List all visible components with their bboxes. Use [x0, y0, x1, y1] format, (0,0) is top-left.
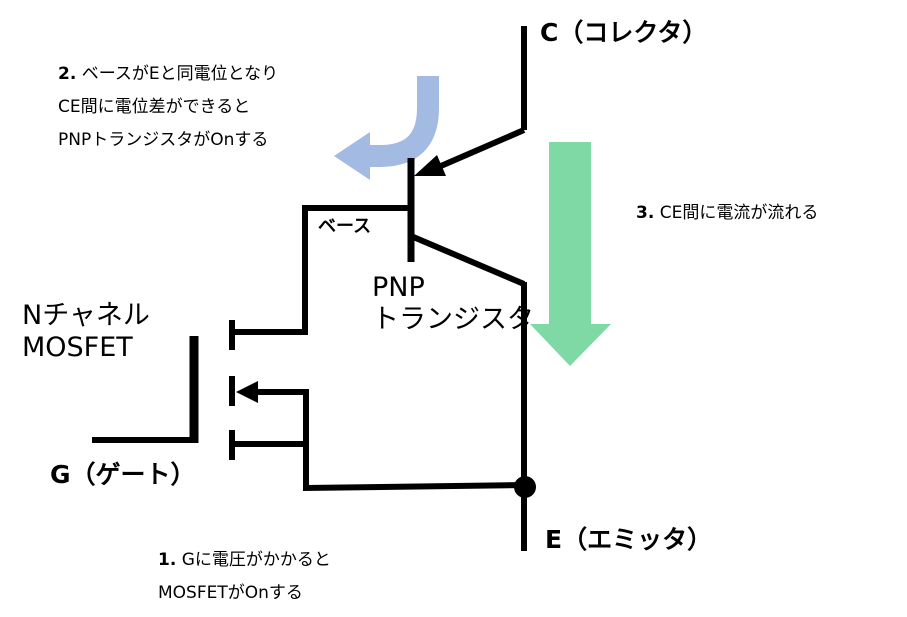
mosfet-label: Nチャネル MOSFET [22, 300, 150, 365]
pnp-label-line1: PNP [372, 272, 425, 303]
step1-text-line1: Gに電圧がかかると [181, 550, 331, 570]
step1-line1: 1. Gに電圧がかかると [158, 544, 331, 577]
step3-text-line1: CE間に電流が流れる [659, 203, 819, 223]
down-arrow-icon [530, 142, 611, 366]
mosfet-label-line2: MOSFET [22, 332, 133, 364]
step2-text-line3: PNPトランジスタがOnする [58, 130, 269, 151]
pnp-label-line2: トランジスタ [372, 304, 534, 336]
pnp-label: PNP トランジスタ [372, 272, 534, 337]
emitter-label: E（エミッタ） [545, 525, 713, 554]
mosfet-label-line1: Nチャネル [22, 300, 150, 331]
step1-number: 1. [158, 550, 177, 570]
step2-text-line1: ベースがEと同電位となり [81, 64, 279, 84]
collector-arrowhead-icon [414, 155, 446, 176]
mosfet-body-wire [232, 389, 309, 447]
step3-annotation: 3. CE間に電流が流れる [636, 197, 818, 230]
curved-arrow-left-icon [334, 76, 439, 180]
step2-line1: 2. ベースがEと同電位となり [58, 58, 278, 91]
collector-label: C（コレクタ） [540, 18, 708, 47]
collector-diagonal [425, 127, 526, 175]
base-wire [232, 205, 411, 335]
step1-text-line2: MOSFETがOnする [158, 583, 303, 604]
gate-label: G（ゲート） [50, 460, 196, 489]
step3-number: 3. [636, 203, 655, 223]
step3-line1: 3. CE間に電流が流れる [636, 197, 818, 230]
junction-dot-icon [514, 476, 536, 498]
base-label: ベース [318, 216, 372, 237]
step1-annotation: 1. Gに電圧がかかると MOSFETがOnする [158, 544, 331, 610]
step2-annotation: 2. ベースがEと同電位となり CE間に電位差ができると PNPトランジスタがO… [58, 58, 278, 157]
source-to-emitter-wire [303, 444, 525, 492]
emitter-diagonal [409, 233, 526, 287]
mosfet-arrowhead-icon [236, 381, 258, 403]
step2-number: 2. [58, 64, 77, 84]
circuit-wires [92, 26, 527, 551]
step2-text-line2: CE間に電位差ができると [58, 97, 251, 118]
